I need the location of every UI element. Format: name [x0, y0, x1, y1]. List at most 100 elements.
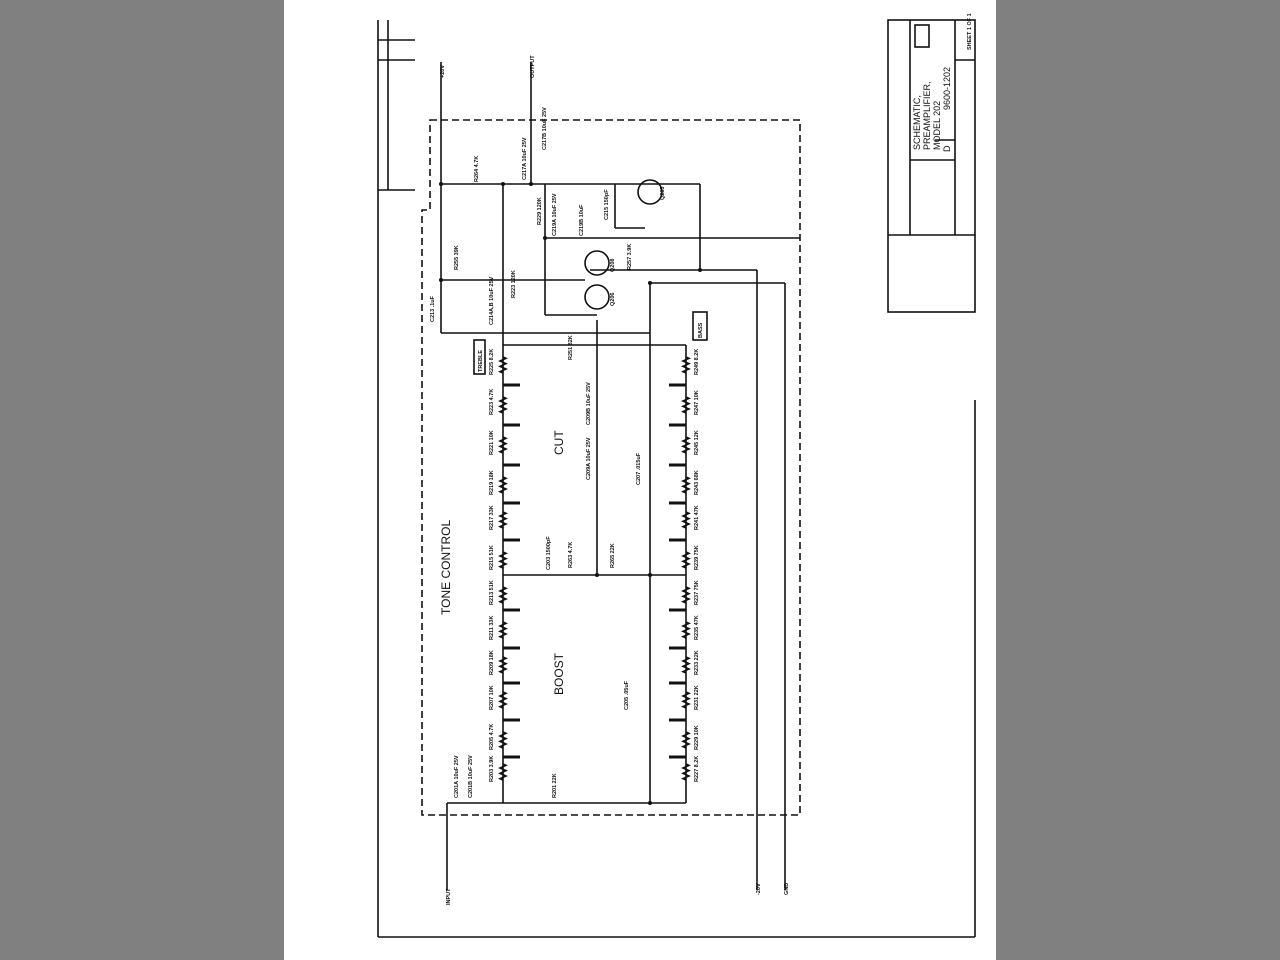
right-resistor: R233 22K [681, 650, 700, 675]
svg-text:Q206: Q206 [610, 293, 616, 306]
right-resistor-label: R235 47K [694, 615, 700, 640]
output-terminal: OUTPUT [530, 55, 536, 78]
right-resistor-label: R231 22K [694, 685, 700, 710]
right-resistor: R235 47K [681, 615, 700, 640]
left-resistor-label: R223 4.7K [489, 389, 495, 415]
left-resistor: R225 8.2K [489, 349, 508, 375]
component-label: R223 120K [511, 270, 517, 298]
right-resistor-label: R247 10K [694, 390, 700, 415]
left-resistor: R211 33K [489, 616, 508, 640]
component-label: C209B 10uF 25V [586, 382, 592, 425]
bass-control: BASS [692, 311, 708, 341]
right-resistor: R237 75K [681, 580, 700, 605]
left-resistor: R219 18K [489, 470, 508, 495]
company-logo [914, 24, 930, 48]
component-label: C209A 10uF 25V [586, 437, 592, 480]
right-resistor: R245 12K [681, 430, 700, 455]
left-resistor: R203 3.9K [489, 756, 508, 782]
component-label: C201B 10uF 25V [468, 755, 474, 798]
neg-supply-terminal: -20V [756, 883, 762, 895]
component-label: R263 4.7K [568, 542, 574, 568]
component-label: R255 39K [454, 245, 460, 270]
component-label: C213 .1uF [430, 295, 436, 322]
right-resistor-label: R249 8.2K [694, 349, 700, 375]
treble-control: TREBLE [473, 339, 486, 375]
drawing-frame [377, 20, 976, 938]
svg-text:TREBLE: TREBLE [478, 350, 484, 372]
circuit-wiring [439, 62, 800, 890]
component-label: C219B 10uF [579, 204, 585, 236]
component-label: R201 22K [552, 773, 558, 798]
left-resistor: R221 10K [489, 430, 508, 455]
right-resistor-label: R237 75K [694, 580, 700, 605]
component-label: C215 150pF [604, 189, 610, 220]
right-resistor: R227 8.2K [681, 756, 700, 782]
left-resistor: R217 33K [489, 505, 508, 530]
left-resistor: R207 10K [489, 685, 508, 710]
boost-label: BOOST [552, 652, 566, 695]
component-label: C219A 10uF 25V [552, 193, 558, 236]
component-label: C217A 10uF 25V [522, 137, 528, 180]
right-resistor: R231 22K [681, 685, 700, 710]
schematic-diagram: 9600-1202 D SHEET 1 OF 1 TONE CONTROL [377, 13, 976, 938]
left-resistor-label: R219 18K [489, 470, 495, 495]
right-resistor: R239 75K [681, 545, 700, 570]
right-resistor: R247 10K [681, 390, 700, 415]
left-resistor-label: R217 33K [489, 505, 495, 530]
transistor-q208: Q208 [584, 250, 616, 276]
left-resistor: R223 4.7K [489, 389, 508, 415]
right-resistor-label: R243 68K [694, 470, 700, 495]
ground-terminal: GND [784, 883, 790, 895]
left-resistor-label: R207 10K [489, 685, 495, 710]
left-resistor-label: R221 10K [489, 430, 495, 455]
left-resistor-label: R211 33K [489, 616, 495, 640]
component-label: R265 22K [610, 543, 616, 568]
drawing-number: 9600-1202 [942, 67, 952, 110]
component-label: C207 .015uF [636, 452, 642, 485]
transistor-q205: Q205 [637, 179, 666, 205]
right-resistor-label: R229 10K [694, 725, 700, 750]
component-label: C205 .05uF [624, 680, 630, 710]
left-resistor: R213 51K [489, 580, 508, 605]
right-resistor: R243 68K [681, 470, 700, 495]
transistor-q206: Q206 [584, 284, 616, 310]
component-label: C203 1500pF [546, 536, 552, 570]
left-resistor: R209 18K [489, 650, 508, 675]
component-label: R229 120K [537, 197, 543, 225]
sheet-number: SHEET 1 OF 1 [967, 13, 973, 50]
left-resistor-label: R205 4.7K [489, 724, 495, 750]
right-resistor: R229 10K [681, 725, 700, 750]
left-resistor-label: R203 3.9K [489, 756, 495, 782]
left-resistor-label: R213 51K [489, 580, 495, 605]
title-block: 9600-1202 D SHEET 1 OF 1 [887, 13, 976, 313]
right-resistor-label: R241 47K [694, 505, 700, 530]
left-resistor: R205 4.7K [489, 724, 508, 750]
document-page: 9600-1202 D SHEET 1 OF 1 TONE CONTROL [284, 0, 996, 960]
right-resistor-label: R245 12K [694, 430, 700, 455]
svg-text:BASS: BASS [698, 322, 704, 338]
drawing-title: SCHEMATIC, PREAMPLIFIER, MODEL 202 [912, 81, 942, 150]
right-resistor-label: R233 22K [694, 650, 700, 675]
component-label: R251 82K [568, 335, 574, 360]
right-resistor-label: R239 75K [694, 545, 700, 570]
tone-control-boundary [421, 119, 801, 816]
input-terminal: INPUT [446, 888, 452, 905]
right-resistor: R249 8.2K [681, 349, 700, 375]
cut-label: CUT [552, 430, 566, 455]
component-label: R264 4.7K [474, 156, 480, 182]
drawing-size: D [942, 145, 952, 152]
resistor-ladders: R225 8.2K R223 4.7K R221 10K R219 18K R217 3… [489, 349, 700, 782]
right-resistor: R241 47K [681, 505, 700, 530]
left-resistor: R215 51K [489, 545, 508, 570]
component-label: C217B 10uF 25V [542, 107, 548, 150]
right-resistor-label: R227 8.2K [694, 756, 700, 782]
terminal-labels: +20V OUTPUT INPUT -20V GND [440, 55, 790, 905]
component-label: C214A,B 10uF 25V [489, 276, 495, 325]
component-label: C201A 10uF 25V [454, 755, 460, 798]
supply-terminal: +20V [440, 65, 446, 78]
left-resistor-label: R225 8.2K [489, 349, 495, 375]
svg-text:Q208: Q208 [610, 259, 616, 272]
left-resistor-label: R215 51K [489, 545, 495, 570]
left-resistor-label: R209 18K [489, 650, 495, 675]
tone-control-title: TONE CONTROL [439, 520, 453, 615]
